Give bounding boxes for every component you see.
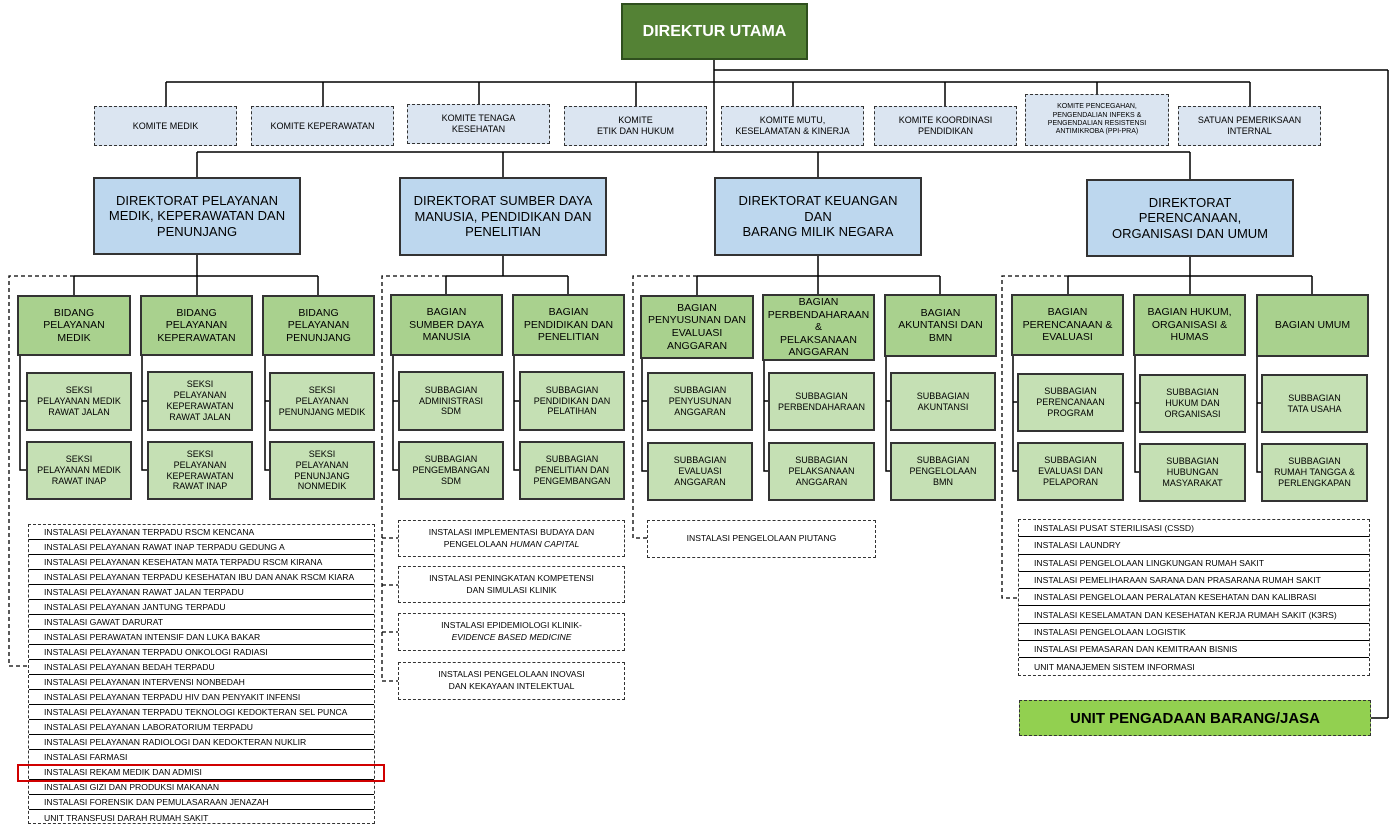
komite-keperawatan: KOMITE KEPERAWATAN [251,106,394,146]
subbagian-perbendaharaan: SUBBAGIAN PERBENDAHARAAN [768,372,875,431]
seksi-medik-rawat-jalan: SEKSI PELAYANAN MEDIK RAWAT JALAN [26,372,132,431]
bidang-pelayanan-keperawatan: BIDANG PELAYANAN KEPERAWATAN [140,295,253,356]
seksi-penunjang-medik: SEKSI PELAYANAN PENUNJANG MEDIK [269,372,375,431]
instalasi-pelayanan-item: INSTALASI PELAYANAN RAWAT INAP TERPADU G… [29,540,374,555]
instalasi-umum-item: INSTALASI PENGELOLAAN PERALATAN KESEHATA… [1019,589,1369,607]
instalasi-pelayanan-item: INSTALASI PELAYANAN BEDAH TERPADU [29,660,374,675]
subbagian-pendidikan-pelatihan: SUBBAGIAN PENDIDIKAN DAN PELATIHAN [519,371,625,431]
instalasi-umum-list: INSTALASI PUSAT STERILISASI (CSSD)INSTAL… [1018,519,1370,676]
seksi-penunjang-nonmedik: SEKSI PELAYANAN PENUNJANG NONMEDIK [269,441,375,500]
instalasi-umum-item: INSTALASI PENGELOLAAN LINGKUNGAN RUMAH S… [1019,555,1369,572]
subbagian-penelitian-pengembangan: SUBBAGIAN PENELITIAN DAN PENGEMBANGAN [519,441,625,500]
unit-pengadaan-barang-jasa: UNIT PENGADAAN BARANG/JASA [1019,700,1371,736]
subbagian-pengembangan-sdm: SUBBAGIAN PENGEMBANGAN SDM [398,441,504,500]
satuan-pemeriksaan-internal: SATUAN PEMERIKSAAN INTERNAL [1178,106,1321,146]
inst-sdm-3-line1: INSTALASI PENGELOLAAN INOVASI [438,669,585,680]
instalasi-pelayanan-item: INSTALASI FARMASI [29,750,374,765]
instalasi-pelayanan-item: INSTALASI GIZI DAN PRODUKSI MAKANAN [29,780,374,795]
direktorat-keuangan: DIREKTORAT KEUANGAN DAN BARANG MILIK NEG… [714,177,922,256]
instalasi-pengelolaan-piutang: INSTALASI PENGELOLAAN PIUTANG [647,520,876,558]
komite-etik-hukum: KOMITE ETIK DAN HUKUM [564,106,707,146]
subbagian-evaluasi-pelaporan: SUBBAGIAN EVALUASI DAN PELAPORAN [1017,442,1124,501]
instalasi-umum-item: UNIT MANAJEMEN SISTEM INFORMASI [1034,662,1195,673]
subbagian-pengelolaan-bmn: SUBBAGIAN PENGELOLAAN BMN [890,442,996,501]
komite-koordinasi-pendidikan: KOMITE KOORDINASI PENDIDIKAN [874,106,1017,146]
bagian-hukum-organisasi-humas: BAGIAN HUKUM, ORGANISASI & HUMAS [1133,294,1246,356]
instalasi-pelayanan-item: INSTALASI PELAYANAN RAWAT JALAN TERPADU [29,585,374,600]
subbagian-pelaksanaan-anggaran: SUBBAGIAN PELAKSANAAN ANGGARAN [768,442,875,501]
instalasi-pelayanan-item: INSTALASI PELAYANAN TERPADU RSCM KENCANA [29,525,374,540]
instalasi-umum-item: INSTALASI LAUNDRY [1019,537,1369,555]
inst-sdm-1-line1: INSTALASI PENINGKATAN KOMPETENSI [429,572,594,583]
komite-tenaga-kesehatan: KOMITE TENAGA KESEHATAN [407,104,550,144]
instalasi-pelayanan-item: INSTALASI REKAM MEDIK DAN ADMISI [29,765,374,780]
subbagian-tata-usaha: SUBBAGIAN TATA USAHA [1261,374,1368,433]
instalasi-pelayanan-item: INSTALASI PELAYANAN RADIOLOGI DAN KEDOKT… [29,735,374,750]
inst-sdm-0-line1: INSTALASI IMPLEMENTASI BUDAYA DAN [428,526,595,537]
instalasi-pelayanan-item: INSTALASI PELAYANAN TERPADU KESEHATAN IB… [29,570,374,585]
instalasi-pelayanan-item: INSTALASI PELAYANAN KESEHATAN MATA TERPA… [29,555,374,570]
inst-sdm-1-line2: DAN SIMULASI KLINIK [466,584,557,595]
instalasi-umum-item: INSTALASI KESELAMATAN DAN KESEHATAN KERJ… [1019,606,1369,624]
instalasi-pelayanan-item: INSTALASI PELAYANAN LABORATORIUM TERPADU [29,720,374,735]
instalasi-pelayanan-item: INSTALASI PELAYANAN JANTUNG TERPADU [29,600,374,615]
highlight-rekam-medik [17,764,385,782]
instalasi-umum-item: INSTALASI PEMASARAN DAN KEMITRAAN BISNIS [1019,641,1369,659]
instalasi-pelayanan-list: INSTALASI PELAYANAN TERPADU RSCM KENCANA… [28,524,375,824]
instalasi-budaya-human-capital: INSTALASI IMPLEMENTASI BUDAYA DAN PENGEL… [398,520,625,557]
instalasi-pelayanan-item: INSTALASI PELAYANAN TERPADU HIV DAN PENY… [29,690,374,705]
seksi-medik-rawat-inap: SEKSI PELAYANAN MEDIK RAWAT INAP [26,441,132,500]
komite-ppi-pra: KOMITE PENCEGAHAN, PENGENDALIAN INFEKS &… [1025,94,1169,146]
seksi-keperawatan-rawat-inap: SEKSI PELAYANAN KEPERAWATAN RAWAT INAP [147,441,253,500]
inst-sdm-0-line2: PENGELOLAAN HUMAN CAPITAL [443,538,580,549]
bagian-perencanaan-evaluasi: BAGIAN PERENCANAAN & EVALUASI [1011,294,1124,356]
bagian-akuntansi-bmn: BAGIAN AKUNTANSI DAN BMN [884,294,997,357]
instalasi-pelayanan-item: INSTALASI PELAYANAN TERPADU ONKOLOGI RAD… [29,645,374,660]
komite-medik: KOMITE MEDIK [94,106,237,146]
instalasi-pelayanan-item: INSTALASI GAWAT DARURAT [29,615,374,630]
bagian-penyusunan-evaluasi-anggaran: BAGIAN PENYUSUNAN DAN EVALUASI ANGGARAN [640,295,754,359]
instalasi-pelayanan-item: INSTALASI PERAWATAN INTENSIF DAN LUKA BA… [29,630,374,645]
instalasi-peningkatan-kompetensi: INSTALASI PENINGKATAN KOMPETENSI DAN SIM… [398,566,625,603]
komite-mutu: KOMITE MUTU, KESELAMATAN & KINERJA [721,106,864,146]
instalasi-pelayanan-item: UNIT TRANSFUSI DARAH RUMAH SAKIT [44,812,209,823]
subbagian-perencanaan-program: SUBBAGIAN PERENCANAAN PROGRAM [1017,373,1124,432]
subbagian-hukum-organisasi: SUBBAGIAN HUKUM DAN ORGANISASI [1139,374,1246,433]
instalasi-pelayanan-item: INSTALASI PELAYANAN INTERVENSI NONBEDAH [29,675,374,690]
bagian-umum: BAGIAN UMUM [1256,294,1369,357]
direktorat-sdm: DIREKTORAT SUMBER DAYA MANUSIA, PENDIDIK… [399,177,607,256]
direktorat-pelayanan: DIREKTORAT PELAYANAN MEDIK, KEPERAWATAN … [93,177,301,255]
instalasi-pelayanan-item: INSTALASI PELAYANAN TERPADU TEKNOLOGI KE… [29,705,374,720]
inst-sdm-3-line2: DAN KEKAYAAN INTELEKTUAL [448,681,575,691]
inst-sdm-2-line2: EVIDENCE BASED MEDICINE [451,632,572,642]
instalasi-epidemiologi-klinik: INSTALASI EPIDEMIOLOGI KLINIK- EVIDENCE … [398,613,625,651]
inst-sdm-2-line1: INSTALASI EPIDEMIOLOGI KLINIK- [441,620,582,631]
instalasi-inovasi-kekayaan-intelektual: INSTALASI PENGELOLAAN INOVASI DAN KEKAYA… [398,662,625,700]
direktur-utama-box: DIREKTUR UTAMA [621,3,808,60]
instalasi-pelayanan-item: INSTALASI FORENSIK DAN PEMULASARAAN JENA… [29,795,374,810]
subbagian-akuntansi: SUBBAGIAN AKUNTANSI [890,372,996,431]
instalasi-umum-item: INSTALASI PENGELOLAAN LOGISTIK [1019,624,1369,642]
seksi-keperawatan-rawat-jalan: SEKSI PELAYANAN KEPERAWATAN RAWAT JALAN [147,371,253,431]
instalasi-umum-item: INSTALASI PUSAT STERILISASI (CSSD) [1019,520,1369,538]
bidang-pelayanan-medik: BIDANG PELAYANAN MEDIK [17,295,131,356]
direktorat-perencanaan: DIREKTORAT PERENCANAAN, ORGANISASI DAN U… [1086,179,1294,257]
subbagian-rumah-tangga: SUBBAGIAN RUMAH TANGGA & PERLENGKAPAN [1261,443,1368,502]
subbagian-administrasi-sdm: SUBBAGIAN ADMINISTRASI SDM [398,371,504,431]
bagian-perbendaharaan: BAGIAN PERBENDAHARAAN & PELAKSANAAN ANGG… [762,294,875,361]
subbagian-penyusunan-anggaran: SUBBAGIAN PENYUSUNAN ANGGARAN [647,372,753,431]
subbagian-hubungan-masyarakat: SUBBAGIAN HUBUNGAN MASYARAKAT [1139,443,1246,502]
bagian-sumber-daya-manusia: BAGIAN SUMBER DAYA MANUSIA [390,294,503,356]
bagian-pendidikan-penelitian: BAGIAN PENDIDIKAN DAN PENELITIAN [512,294,625,356]
subbagian-evaluasi-anggaran: SUBBAGIAN EVALUASI ANGGARAN [647,442,753,501]
instalasi-umum-item: INSTALASI PEMELIHARAAN SARANA DAN PRASAR… [1019,572,1369,590]
bidang-pelayanan-penunjang: BIDANG PELAYANAN PENUNJANG [262,295,375,356]
